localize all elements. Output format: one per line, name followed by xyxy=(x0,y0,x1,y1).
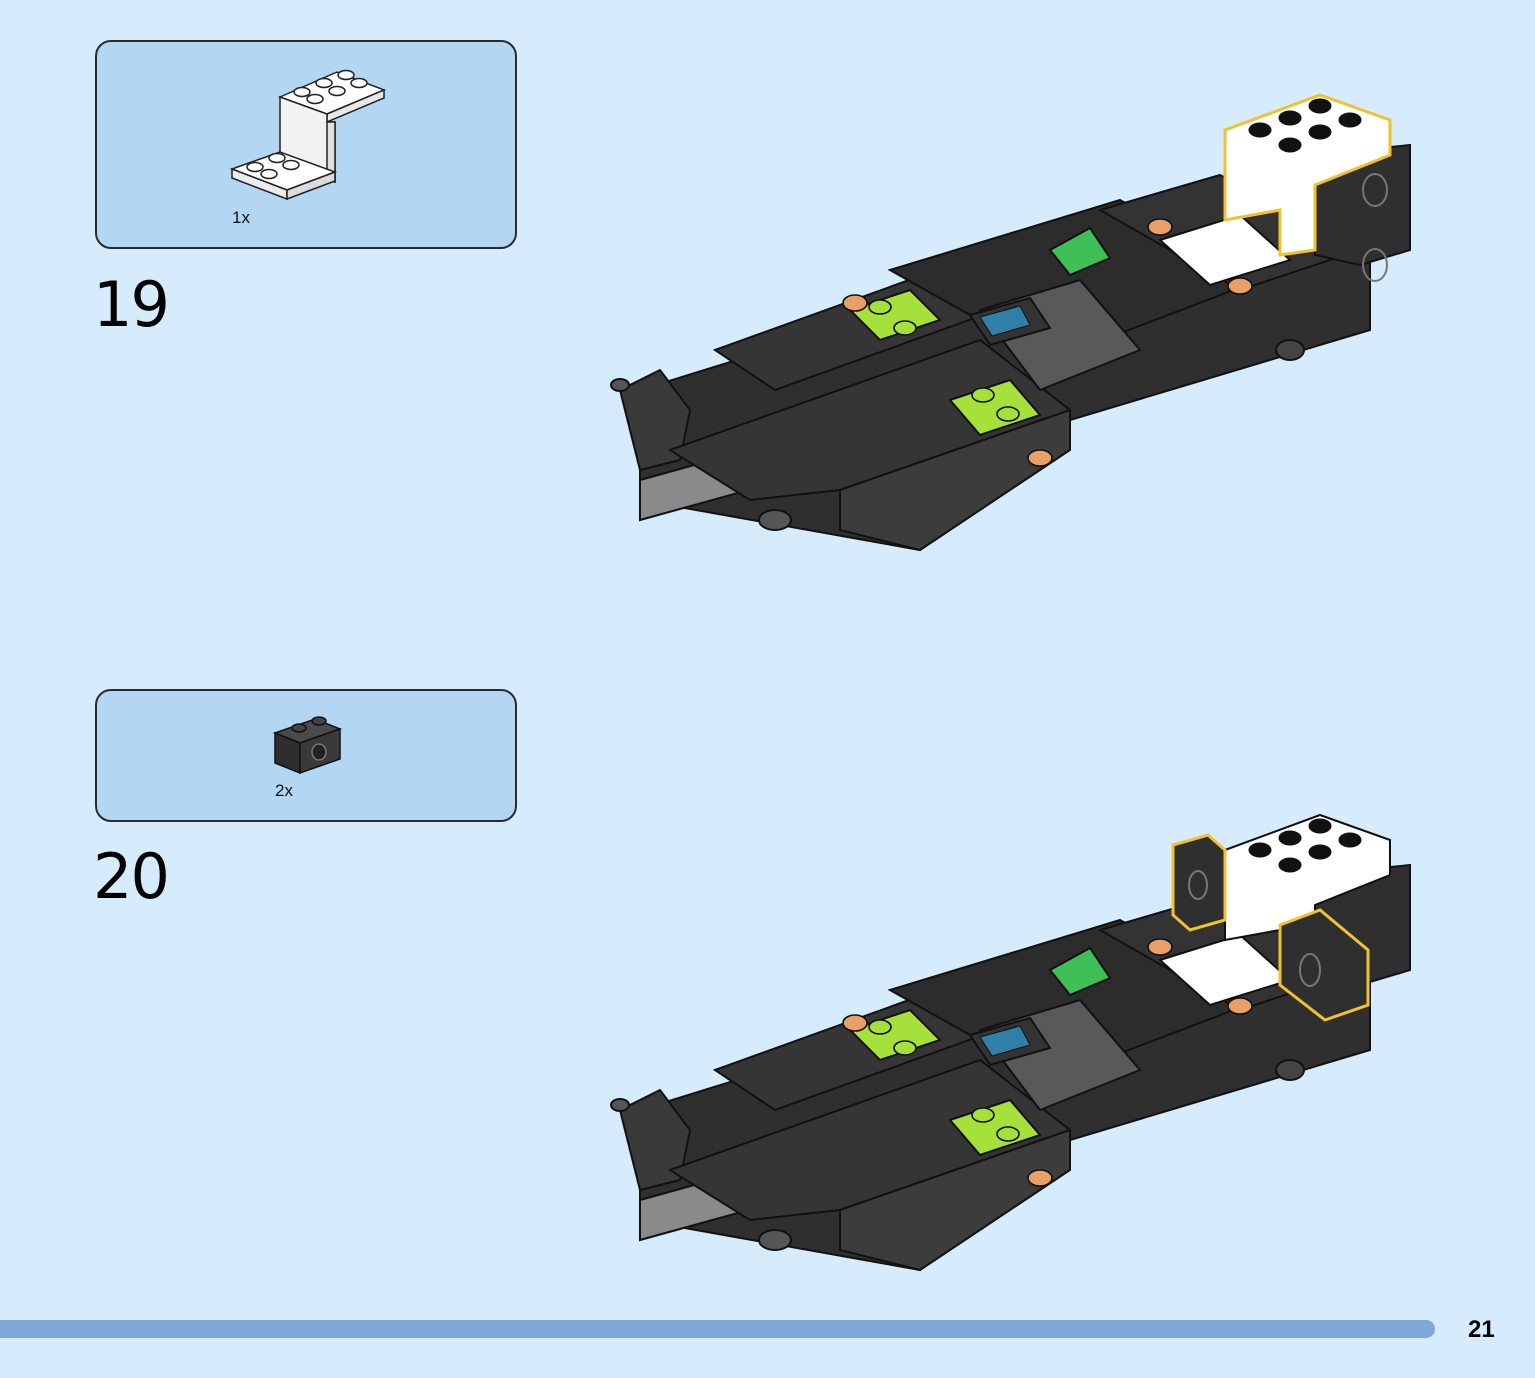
step-number: 19 xyxy=(93,268,170,341)
step-number: 20 xyxy=(93,840,170,913)
white-bracket-part-image xyxy=(229,69,387,201)
new-technic-brick xyxy=(1278,908,1370,1022)
new-technic-brick xyxy=(1171,833,1227,932)
parts-list-box-step-19: 1x xyxy=(95,40,517,249)
black-technic-brick-part-image xyxy=(272,716,343,775)
page-progress-bar xyxy=(0,1320,1435,1338)
assembly-illustration-step-19 xyxy=(610,93,1411,551)
parts-list-box-step-20: 2x xyxy=(95,689,517,822)
part-quantity: 2x xyxy=(275,781,293,800)
part-quantity: 1x xyxy=(232,208,250,227)
assembly-illustration-step-20 xyxy=(610,813,1411,1271)
page-number: 21 xyxy=(1468,1316,1495,1343)
